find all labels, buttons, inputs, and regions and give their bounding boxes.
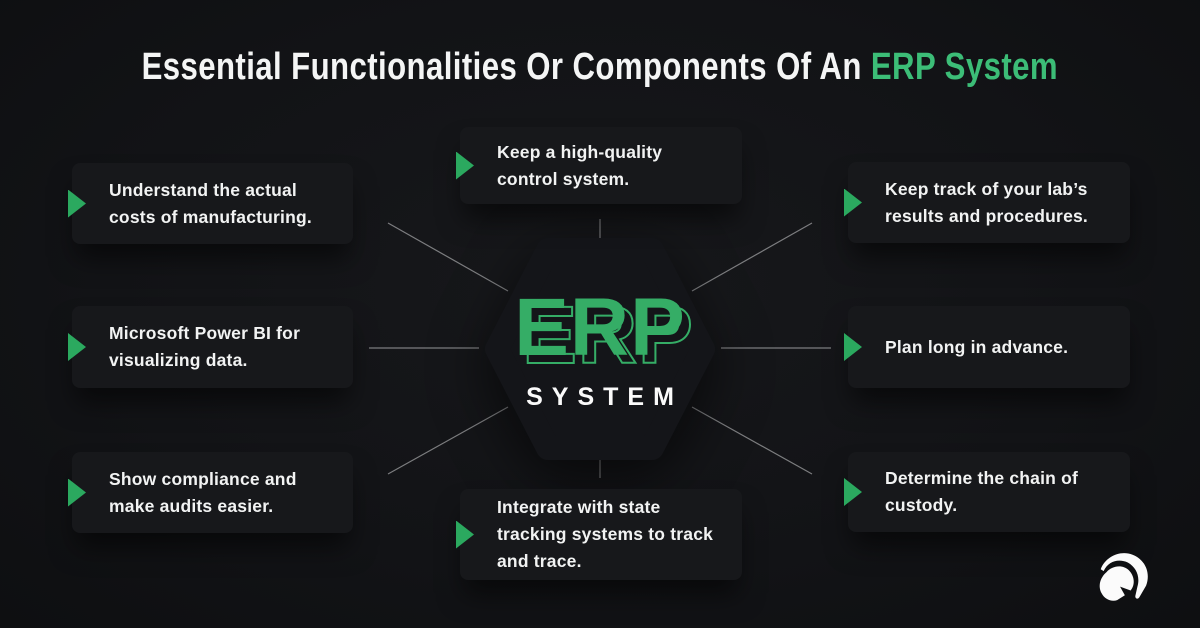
feature-box-compliance-audits: Show compliance and make audits easier. <box>68 452 353 533</box>
feature-text: Keep a high-quality control system. <box>497 141 663 189</box>
system-label: SYSTEM <box>526 382 683 411</box>
line-upper-right <box>691 222 813 292</box>
page-title-highlight: ERP System <box>871 46 1059 88</box>
erp-center-label: ERP ERP SYSTEM <box>485 239 715 459</box>
erp-wordmark-text: ERP <box>514 281 686 373</box>
feature-box-state-tracking: Integrate with state tracking systems to… <box>456 489 742 580</box>
page-title: Essential Functionalities Or Components … <box>0 46 1200 89</box>
feature-box-power-bi: Microsoft Power BI for visualizing data. <box>68 306 353 388</box>
play-triangle-icon <box>844 333 862 361</box>
play-triangle-icon <box>68 189 86 218</box>
line-lower-right <box>691 406 813 475</box>
play-triangle-icon <box>456 520 474 549</box>
play-triangle-icon <box>844 188 862 217</box>
line-lower-left <box>387 406 509 475</box>
feature-text: Keep track of your lab’s results and pro… <box>885 178 1088 226</box>
feature-box-lab-results: Keep track of your lab’s results and pro… <box>844 162 1130 243</box>
spartan-helmet-icon <box>1099 553 1148 601</box>
feature-box-plan-advance: Plan long in advance. <box>844 306 1130 388</box>
feature-text: Microsoft Power BI for visualizing data. <box>109 323 301 370</box>
play-triangle-icon <box>68 333 86 361</box>
feature-text: Plan long in advance. <box>885 336 1069 357</box>
feature-box-quality-control: Keep a high-quality control system. <box>456 127 742 204</box>
feature-text: Integrate with state tracking systems to… <box>497 497 714 571</box>
feature-text: Understand the actual costs of manufactu… <box>109 179 312 227</box>
feature-text: Show compliance and make audits easier. <box>109 468 297 516</box>
feature-box-understand-costs: Understand the actual costs of manufactu… <box>68 163 353 244</box>
page-title-text: Essential Functionalities Or Components … <box>141 46 872 88</box>
play-triangle-icon <box>68 478 86 507</box>
erp-wordmark-outline: ERP <box>521 289 694 381</box>
feature-text: Determine the chain of custody. <box>885 468 1079 515</box>
play-triangle-icon <box>844 478 862 506</box>
feature-box-chain-custody: Determine the chain of custody. <box>844 452 1130 532</box>
play-triangle-icon <box>456 151 474 180</box>
line-upper-left <box>387 222 509 292</box>
erp-wordmark: ERP ERP <box>514 286 694 377</box>
